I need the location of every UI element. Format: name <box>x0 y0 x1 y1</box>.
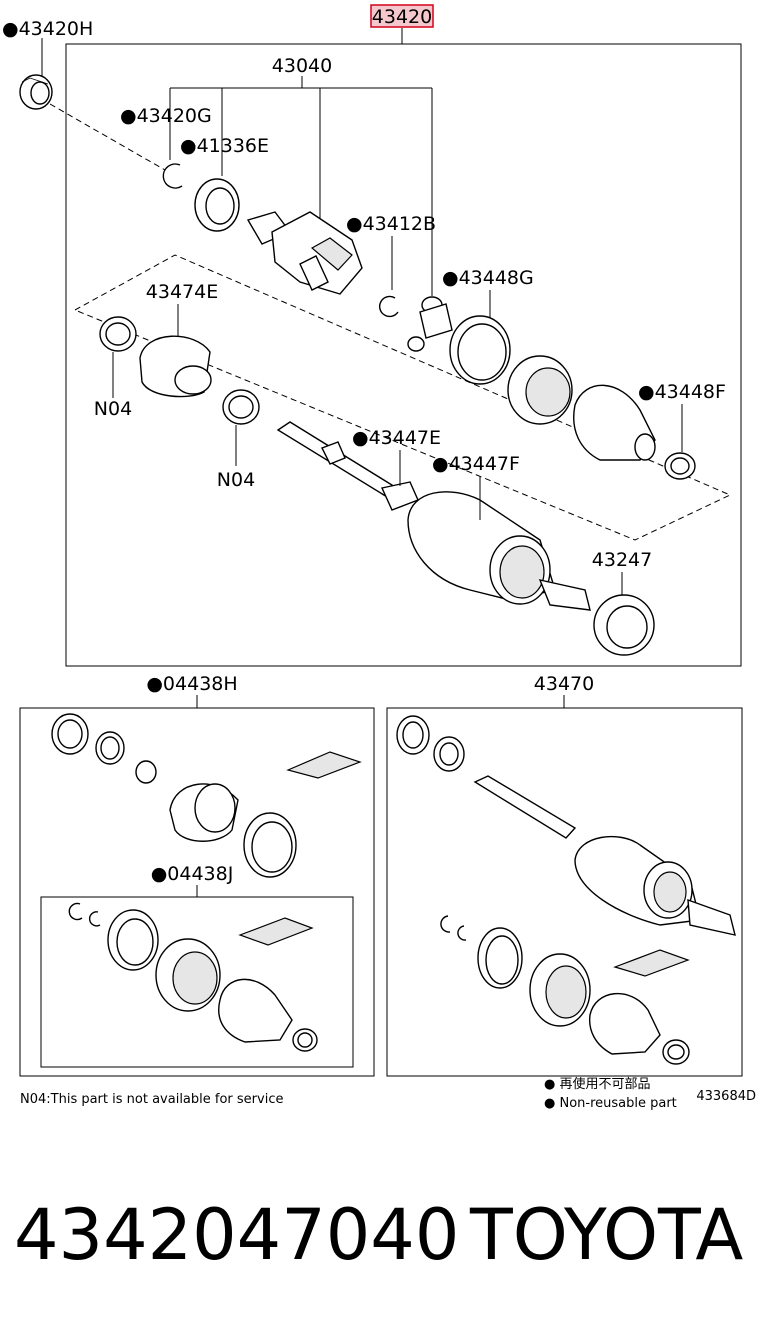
label-shaft-assy[interactable]: 43470 <box>534 673 594 695</box>
label-joint-assy[interactable]: 43040 <box>272 55 332 77</box>
label-n04-a[interactable]: N04 <box>94 398 132 420</box>
brand-name: TOYOTA <box>470 1194 744 1276</box>
parts-diagram: 43420 ●43420H 43040 ●43420G ●41336E ●434… <box>2 4 756 1111</box>
boot-kit-j-frame <box>40 896 354 1068</box>
seal-e-part <box>194 178 240 232</box>
outer-bearing-part <box>19 74 53 110</box>
boot-kit-h-parts <box>51 713 362 878</box>
label-ball-g[interactable]: ●43448G <box>442 267 534 289</box>
shaft-assy-frame <box>386 707 743 1077</box>
damper-part <box>139 335 212 398</box>
label-n04-b[interactable]: N04 <box>217 469 255 491</box>
main-assembly-frame <box>65 43 742 667</box>
clamp-n04-b-part <box>222 389 260 425</box>
label-main-assembly[interactable]: 43420 <box>372 6 432 28</box>
snap-ring-b-part <box>378 295 399 318</box>
joint-cup-part <box>246 211 363 295</box>
boot-kit-j-parts <box>68 902 318 1052</box>
label-clamp-e[interactable]: ●43447E <box>352 427 441 449</box>
label-dust-seal[interactable]: 43247 <box>592 549 652 571</box>
clamp-n04-a-part <box>99 316 137 352</box>
clamp-ring-part <box>449 315 511 385</box>
label-boot-kit-j[interactable]: ●04438J <box>151 863 234 885</box>
snap-ring-g-part <box>162 163 183 189</box>
tripod-part <box>407 296 453 352</box>
clamp-f-part <box>664 452 696 480</box>
main-assembly-highlight[interactable] <box>370 4 434 28</box>
inner-boot-housing-part <box>507 355 573 425</box>
label-clamp-f[interactable]: ●43448F <box>638 381 726 403</box>
label-outer-bearing[interactable]: ●43420H <box>2 18 93 40</box>
label-seal-e[interactable]: ●41336E <box>180 135 269 157</box>
label-snap-ring-g[interactable]: ●43420G <box>120 105 212 127</box>
label-snap-ring-b[interactable]: ●43412B <box>346 213 436 235</box>
diagram-code: 433684D <box>696 1089 756 1104</box>
label-clamp-f2[interactable]: ●43447F <box>432 453 520 475</box>
label-damper[interactable]: 43474E <box>146 281 218 303</box>
label-boot-kit-h[interactable]: ●04438H <box>146 673 237 695</box>
shaft-part <box>276 421 591 611</box>
n04-note: N04:This part is not available for servi… <box>20 1092 283 1107</box>
part-number: 4342047040 <box>14 1194 460 1276</box>
legend-cn: ● 再使用不可部品 <box>544 1076 650 1092</box>
boot-kit-h-frame <box>19 707 375 1077</box>
legend-en: ● Non-reusable part <box>544 1096 677 1111</box>
inner-boot-part <box>573 384 656 461</box>
dust-seal-part <box>593 594 655 656</box>
shaft-assy-parts <box>396 715 736 1065</box>
